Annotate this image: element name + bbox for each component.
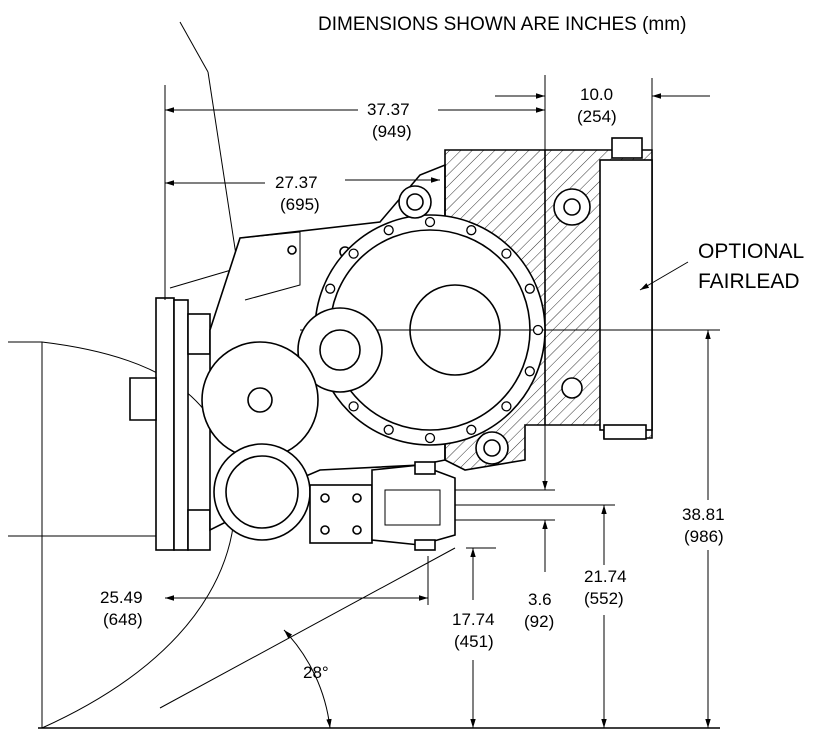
drum-bolt [501, 401, 512, 412]
drum-bolt [501, 248, 512, 259]
dim-17-74-in: 17.74 [452, 610, 495, 629]
dim-3-6-mm: (92) [524, 612, 554, 631]
intermediate-gear [297, 307, 383, 393]
callout-line1: OPTIONAL [698, 240, 804, 263]
dim-21-74-mm: (552) [584, 589, 624, 608]
dim-3-6: 3.6 (92) [455, 460, 555, 631]
drum-bolt [524, 283, 535, 294]
dim-21-74-in: 21.74 [584, 567, 627, 586]
drum-bolt [466, 225, 477, 236]
drum-bolt [348, 401, 359, 412]
drum-bolt [466, 424, 477, 435]
drum-bolt [348, 248, 359, 259]
dim-10-0: 10.0 (254) [495, 78, 710, 150]
drum-bolt [383, 225, 394, 236]
angle-label: 28° [303, 663, 329, 682]
dim-37-37-mm: (949) [372, 122, 412, 141]
lower-bolt [475, 431, 509, 465]
dim-27-37: 27.37 (695) [165, 173, 440, 214]
dim-37-37-in: 37.37 [367, 100, 410, 119]
dim-10-0-in: 10.0 [580, 85, 613, 104]
drum-bolt [383, 424, 394, 435]
fairlead-callout: OPTIONAL FAIRLEAD [639, 240, 804, 293]
dim-25-49-in: 25.49 [100, 588, 143, 607]
units-note: DIMENSIONS SHOWN ARE INCHES (mm) [318, 14, 686, 35]
dim-38-81-mm: (986) [684, 527, 724, 546]
drum-bolt [424, 216, 436, 228]
mounting-plate [129, 297, 211, 551]
hitch-clevis [309, 461, 456, 551]
dim-37-37: 37.37 (949) [165, 100, 545, 141]
upper-bolt [398, 185, 432, 219]
dim-27-37-mm: (695) [280, 195, 320, 214]
dim-17-74-mm: (451) [454, 632, 494, 651]
dim-3-6-in: 3.6 [528, 590, 552, 609]
motor-assembly [201, 341, 319, 541]
dim-10-0-mm: (254) [577, 107, 617, 126]
dim-38-81-in: 38.81 [682, 505, 725, 524]
dim-27-37-in: 27.37 [275, 173, 318, 192]
dim-25-49: 25.49 (648) [100, 556, 429, 629]
dim-21-74: 21.74 (552) [455, 504, 627, 728]
dim-38-81: 38.81 (986) [682, 330, 725, 728]
dim-17-74: 17.74 (451) [452, 547, 496, 728]
drum-bolt [325, 283, 336, 294]
dim-25-49-mm: (648) [103, 610, 143, 629]
drum-bolt [524, 366, 535, 377]
callout-line2: FAIRLEAD [698, 270, 800, 293]
drum-bolt [424, 432, 436, 444]
drum-bolt [532, 324, 544, 336]
vehicle-frame-lines [164, 21, 239, 289]
departure-angle: 28° [159, 547, 456, 729]
